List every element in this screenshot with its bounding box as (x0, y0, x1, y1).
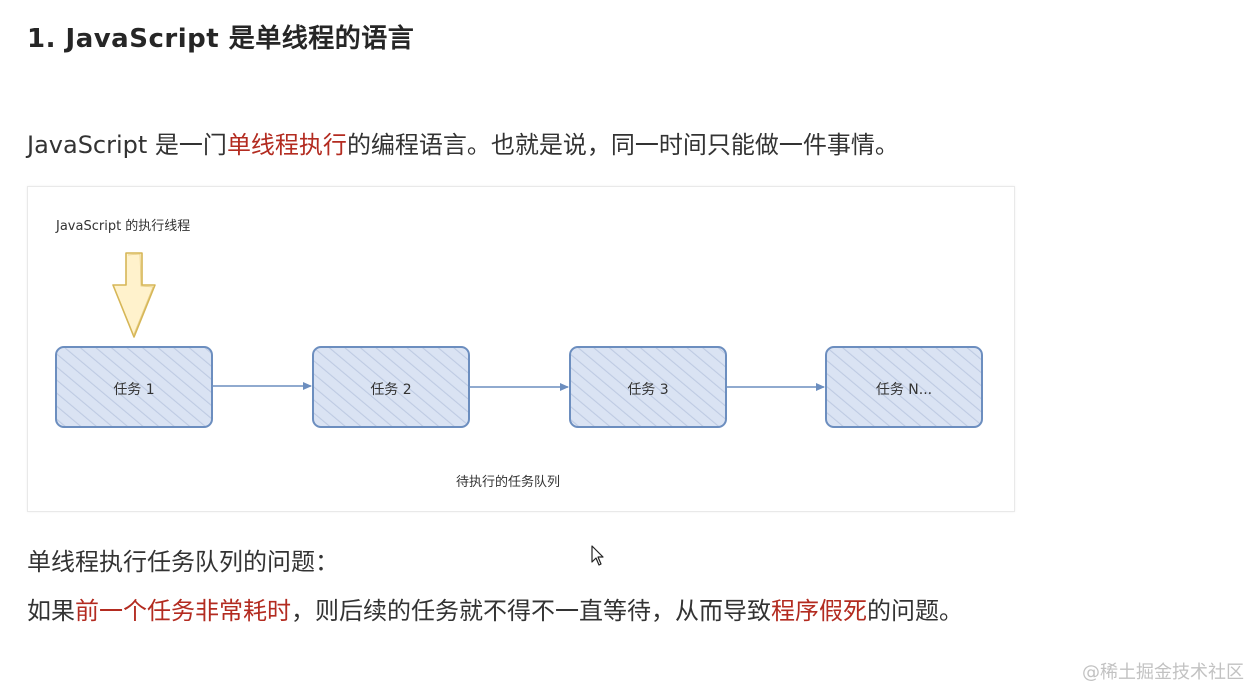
diagram-canvas (55, 252, 983, 428)
task-queue-diagram: JavaScript 的执行线程 任务 1 任务 2 任务 3 任务 N... … (27, 186, 1015, 512)
problem-heading: 单线程执行任务队列的问题： (27, 548, 339, 576)
mouse-cursor-icon (591, 545, 604, 566)
problem-text-3: 的问题。 (867, 597, 963, 625)
intro-highlight: 单线程执行 (226, 131, 347, 159)
intro-paragraph: JavaScript 是一门单线程执行的编程语言。也就是说，同一时间只能做一件事… (27, 128, 899, 162)
queue-label: 待执行的任务队列 (455, 475, 560, 490)
thread-pointer-arrow-icon (112, 252, 156, 338)
task-box-3 (569, 346, 727, 428)
task-label-1: 任务 1 (113, 382, 155, 398)
intro-text-start: JavaScript 是一门 (27, 131, 227, 159)
task-box-2 (312, 346, 470, 428)
section-heading: 1. JavaScript 是单线程的语言 (27, 24, 415, 54)
problem-highlight-2: 程序假死 (771, 597, 867, 625)
intro-text-end: 的编程语言。也就是说，同一时间只能做一件事情。 (346, 131, 899, 159)
problem-highlight-1: 前一个任务非常耗时 (75, 597, 291, 625)
problem-text-2: ，则后续的任务就不得不一直等待，从而导致 (291, 597, 771, 625)
problem-text-1: 如果 (27, 597, 75, 625)
problem-paragraph: 如果前一个任务非常耗时，则后续的任务就不得不一直等待，从而导致程序假死的问题。 (27, 594, 963, 628)
watermark: @稀土掘金技术社区 (1082, 662, 1244, 683)
thread-label: JavaScript 的执行线程 (56, 219, 191, 234)
task-label-n: 任务 N... (875, 382, 933, 398)
task-box-n (825, 346, 983, 428)
task-label-3: 任务 3 (627, 382, 669, 398)
task-box-1 (55, 346, 213, 428)
task-label-2: 任务 2 (370, 382, 412, 398)
